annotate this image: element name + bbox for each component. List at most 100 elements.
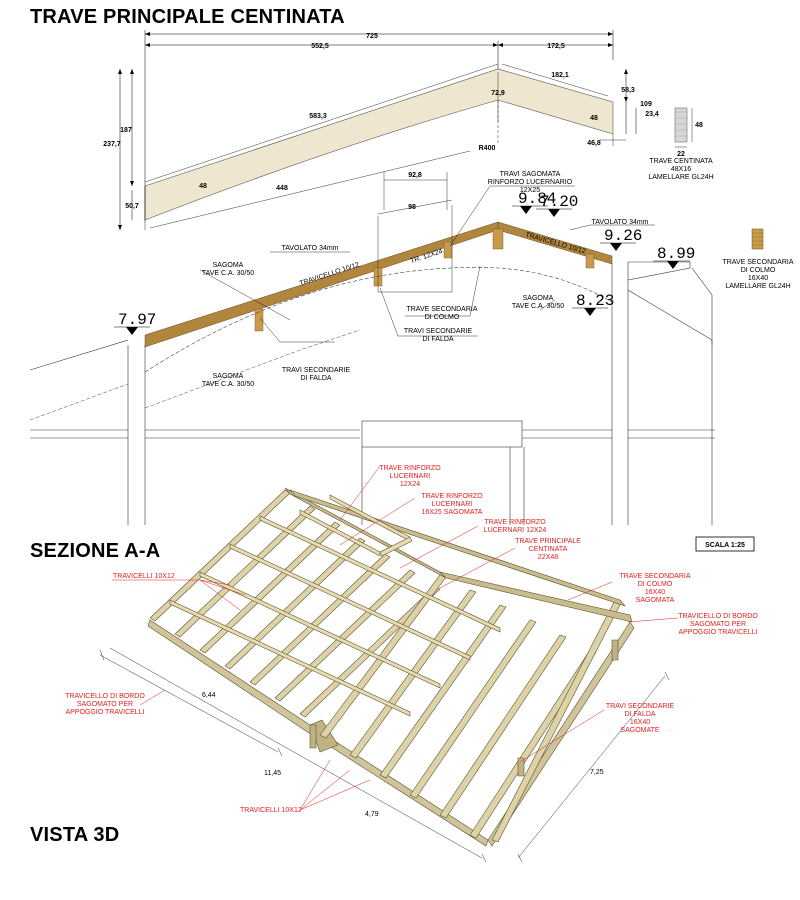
label-rinforzo-2c: 16X25 SAGOMATA [422, 509, 483, 516]
beam-section-label-2: 48X16 [671, 166, 691, 173]
svg-text:9.26: 9.26 [604, 227, 642, 245]
dim-detail-width: 22 [677, 151, 685, 158]
dim-opening-inner: 98 [408, 204, 416, 211]
3d-leader-lines [112, 465, 679, 811]
label-bordo-right-a: TRAVICELLO DI BORDO [678, 613, 758, 620]
level-marker-2: 7.20 [536, 193, 578, 217]
dim-left-total: 237,7 [103, 141, 121, 148]
label-sagoma-left-1: SAGOMA [213, 262, 244, 269]
title-vista-3d: VISTA 3D [30, 824, 120, 846]
rafter-section-1 [443, 241, 453, 259]
beam-cross-section-detail: 22 48 [674, 107, 703, 158]
dim-3d-1: 6,44 [202, 692, 216, 699]
label-rinforzo-2b: LUCERNARI [432, 501, 473, 508]
label-sagoma-low-2: TAVE C.A. 30/50 [202, 381, 254, 388]
dim-3d-4: 7,25 [590, 769, 604, 776]
dim-left-height: 187 [120, 127, 132, 134]
level-marker-5: 7.97 [114, 311, 156, 335]
label-bordo-right-c: APPOGGIO TRAVICELLI [678, 629, 757, 636]
label-bordo-left-c: APPOGGIO TRAVICELLI [65, 709, 144, 716]
beam-section-label-1: TRAVE CENTINATA [649, 158, 713, 165]
svg-text:7.97: 7.97 [118, 311, 156, 329]
label-principale-b: CENTINATA [529, 546, 568, 553]
dim-apex-rise: 72,9 [491, 90, 505, 97]
label-travi-falda-1: TRAVI SECONDARIE [404, 328, 473, 335]
dim-rafter-left: 583,3 [309, 113, 327, 120]
roof-3d-view [147, 487, 635, 847]
scale-label: SCALA 1:25 [705, 542, 745, 549]
label-trave-colmo-2: DI COLMO [425, 314, 460, 321]
label-sec-falda-d: SAGOMATE [620, 727, 659, 734]
dim-left-span: 552,5 [311, 43, 329, 50]
dim-right-span: 172,5 [547, 43, 565, 50]
rafter-section-3 [254, 308, 264, 332]
level-marker-6: 8.23 [572, 292, 614, 316]
label-travi-falda-2: DI FALDA [422, 336, 453, 343]
label-principale-c: 22X48 [538, 554, 558, 561]
ridge-section-label-1: TRAVE SECONDARIA [722, 259, 793, 266]
label-rinforzo-3a: TRAVE RINFORZO [484, 519, 546, 526]
level-marker-3: 9.26 [600, 227, 642, 251]
label-rinforzo-2a: TRAVE RINFORZO [421, 493, 483, 500]
title-trave-principale: TRAVE PRINCIPALE CENTINATA [30, 6, 345, 28]
dim-right-bottom: 46,8 [587, 140, 601, 147]
dim-rafter-right: 182,1 [551, 72, 569, 79]
label-sec-colmo-d: SAGOMATA [636, 597, 675, 604]
dim-opening-outer: 92,8 [408, 172, 422, 179]
label-sec-falda-a: TRAVI SECONDARIE [606, 703, 675, 710]
svg-text:8.23: 8.23 [576, 292, 614, 310]
label-travicelli-top: TRAVICELLI 10X12 [113, 573, 175, 580]
ridge-beam-section [492, 228, 504, 250]
dim-depth-left: 48 [199, 183, 207, 190]
label-sec-colmo-a: TRAVE SECONDARIA [619, 573, 690, 580]
label-travi-sagomata-1: TRAVI SAGOMATA [500, 171, 561, 178]
label-travi-sagomata-2: RINFORZO LUCERNARIO [488, 179, 573, 186]
ridge-beam-detail [751, 228, 764, 250]
level-marker-1: 9.84 [512, 190, 556, 214]
beam-section-label-3: LAMELLARE GL24H [648, 174, 713, 181]
ridge-section-label-4: LAMELLARE GL24H [725, 283, 790, 290]
scale-box: SCALA 1:25 [695, 536, 755, 552]
dim-3d-2: 11,45 [264, 770, 281, 777]
dim-lower-length: 448 [276, 185, 288, 192]
label-travicello-right: TRAVICELLO 10/12 [524, 232, 586, 256]
label-tavolato-left: TAVOLATO 34mm [281, 245, 338, 252]
svg-text:7.20: 7.20 [540, 193, 578, 211]
label-trave-colmo-1: TRAVE SECONDARIA [406, 306, 477, 313]
dim-3d-3: 4,79 [365, 811, 379, 818]
label-rinforzo-1b: LUCERNARI [390, 473, 431, 480]
svg-text:8.99: 8.99 [657, 245, 695, 263]
label-rinforzo-1a: TRAVE RINFORZO [379, 465, 441, 472]
label-sec-falda-c: 16X40 [630, 719, 650, 726]
label-principale-a: TRAVE PRINCIPALE [515, 538, 581, 545]
ridge-section-label-2: DI COLMO [741, 267, 776, 274]
level-marker-4: 8.99 [653, 245, 695, 269]
dim-total-span: 725 [366, 33, 378, 40]
section-leader-lines [199, 185, 655, 343]
label-sagoma-low-1: SAGOMA [213, 373, 244, 380]
beam-dimension-lines [119, 30, 637, 230]
dim-left-base: 50,7 [125, 203, 139, 210]
label-bordo-left-b: SAGOMATO PER [77, 701, 133, 708]
3d-dimension-lines [99, 647, 670, 863]
label-travi-sagomata-3: 12X25 [520, 187, 540, 194]
roof-planks-right [497, 221, 613, 265]
label-sec-colmo-b: DI COLMO [638, 581, 673, 588]
label-rinforzo-1c: 12X24 [400, 481, 420, 488]
dim-depth-right: 48 [590, 115, 598, 122]
dim-right-inner: 23,4 [645, 111, 659, 118]
label-sagoma-right-1: SAGOMA [523, 295, 554, 302]
label-sagoma-left-2: TAVE C.A. 30/50 [202, 270, 254, 277]
label-tavolato-right: TAVOLATO 34mm [591, 219, 648, 226]
section-dimension-lines [377, 179, 453, 215]
label-travicelli-bottom: TRAVICELLI 10X12 [240, 807, 302, 814]
label-rinforzo-3b: LUCERNARI 12X24 [484, 527, 547, 534]
label-travi-falda-low-1: TRAVI SECONDARIE [282, 367, 351, 374]
label-sagoma-right-2: TAVE C.A. 30/50 [512, 303, 564, 310]
ridge-section-label-3: 16X40 [748, 275, 768, 282]
label-bordo-right-b: SAGOMATO PER [690, 621, 746, 628]
section-roof-assembly [29, 172, 613, 421]
label-sec-colmo-c: 16X40 [645, 589, 665, 596]
dim-radius: R400 [479, 145, 496, 152]
label-sec-falda-b: DI FALDA [624, 711, 655, 718]
